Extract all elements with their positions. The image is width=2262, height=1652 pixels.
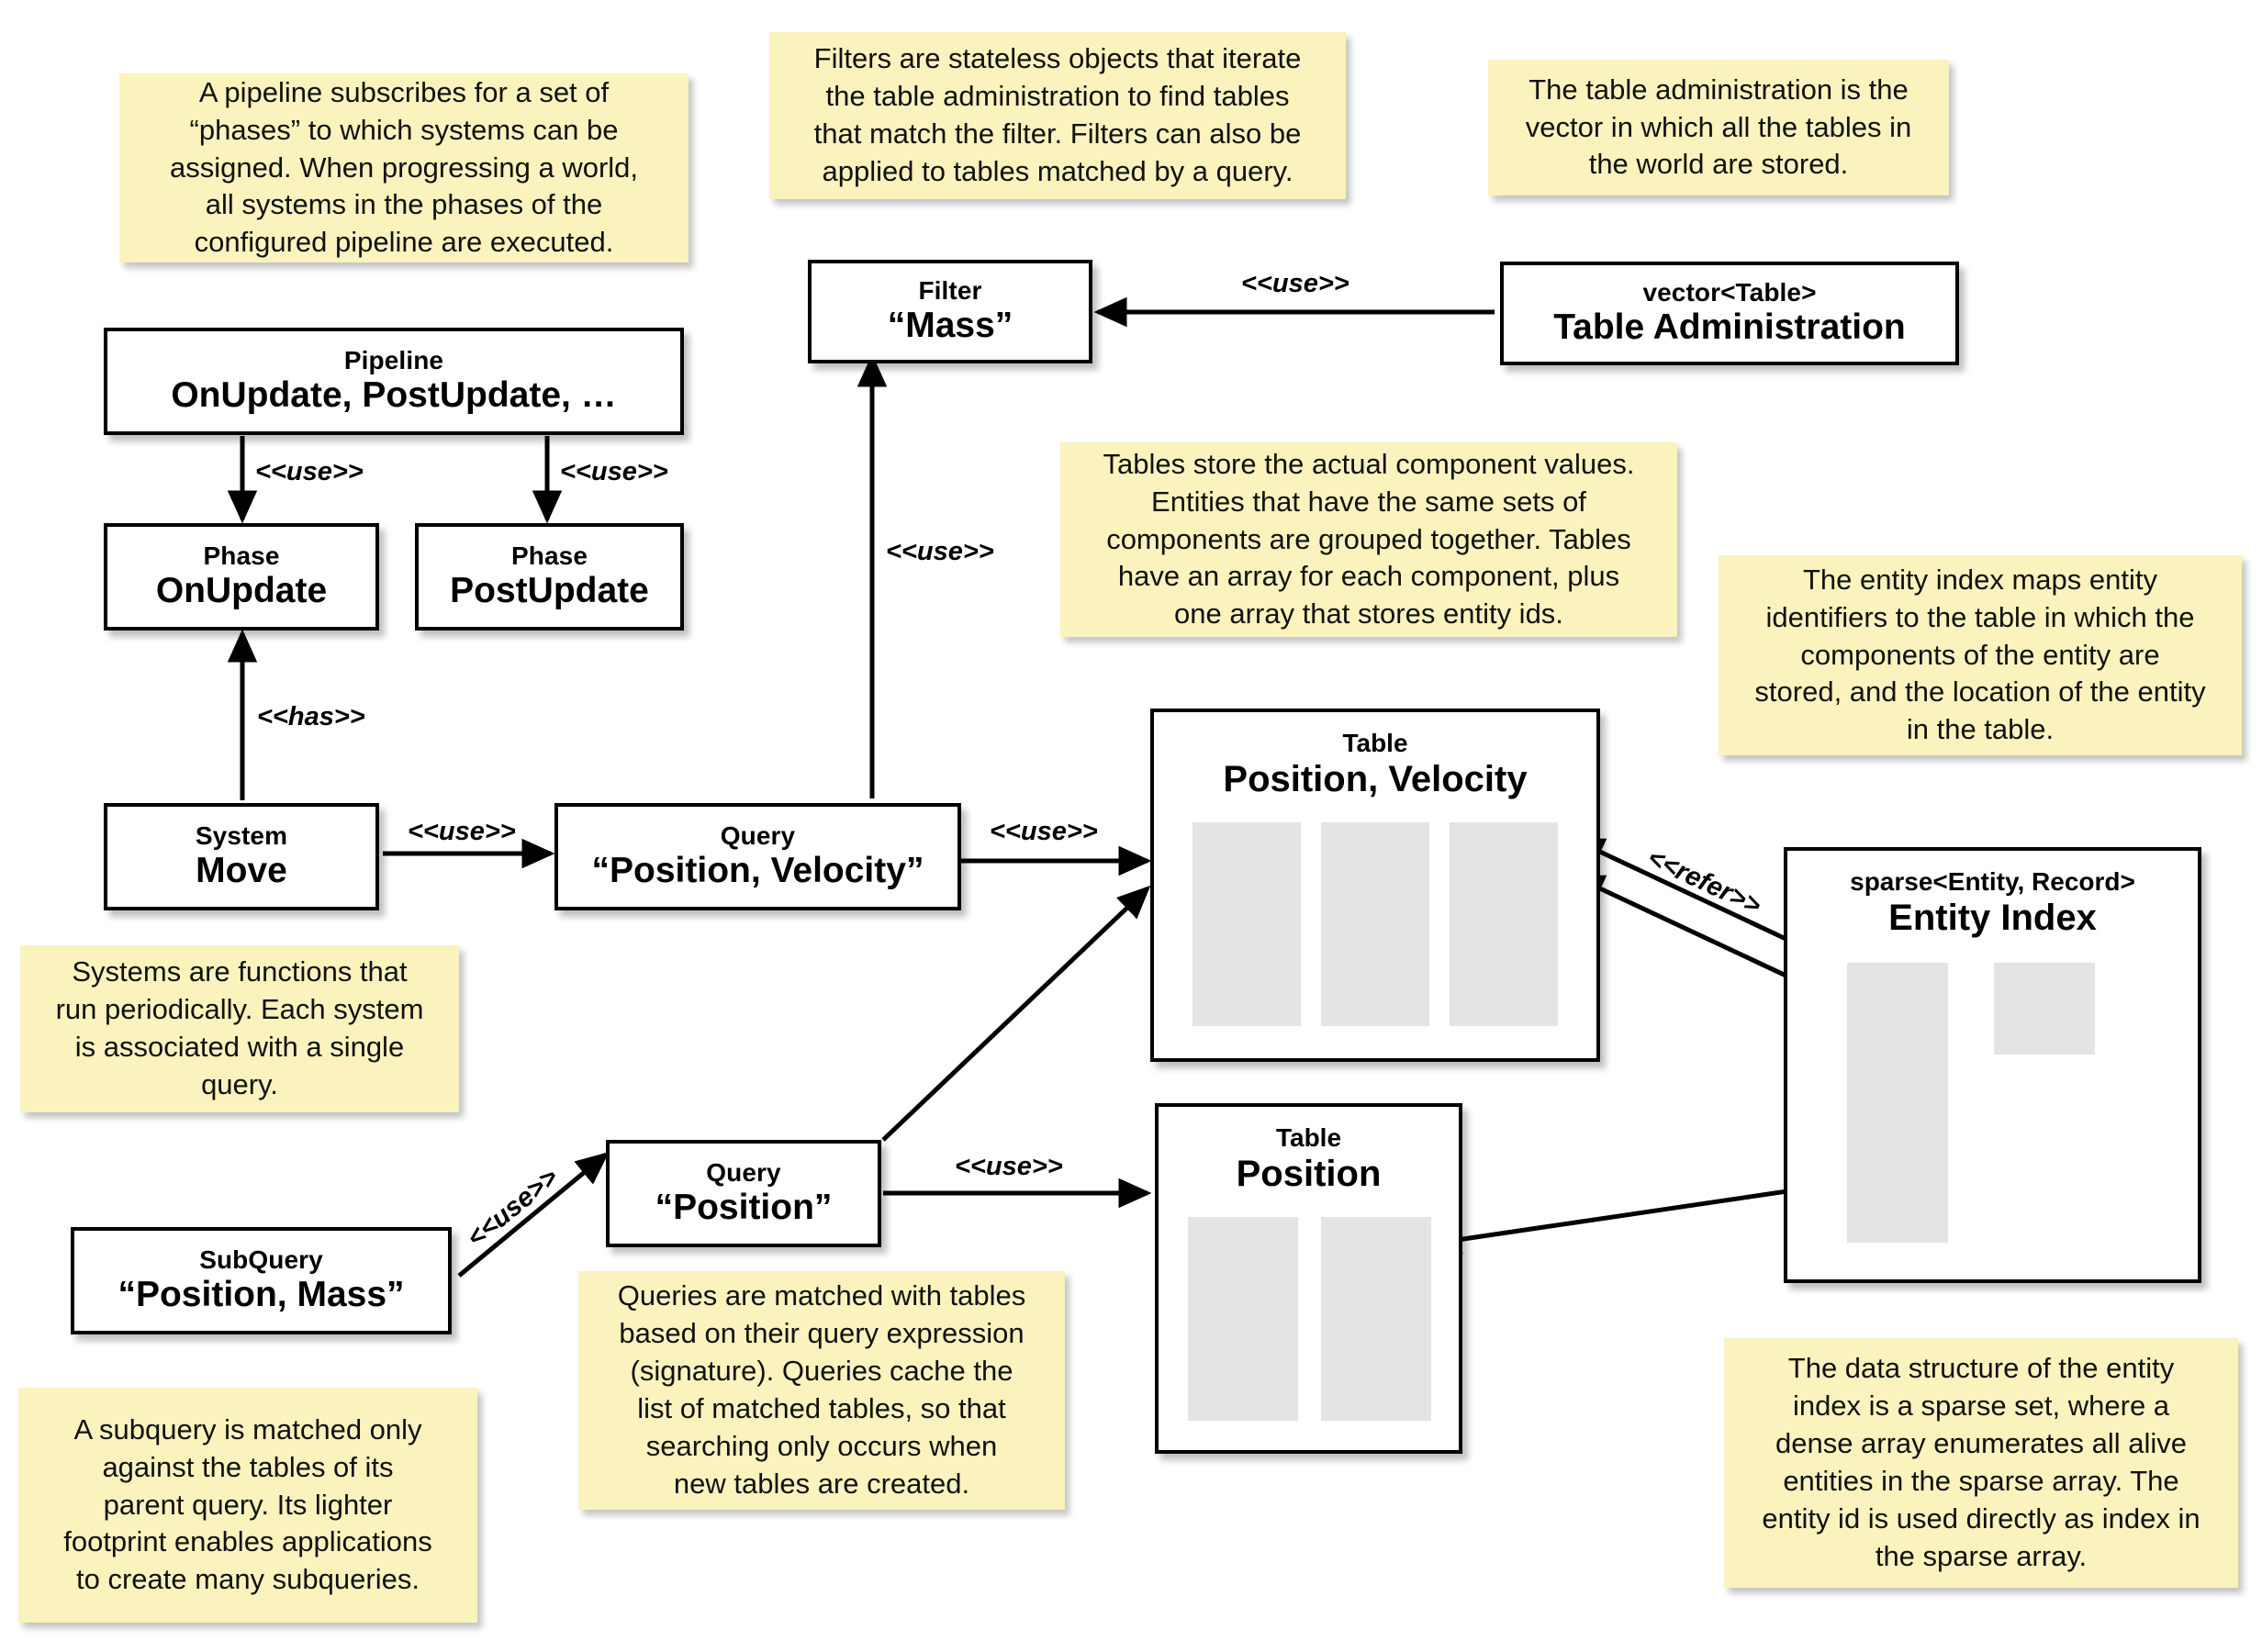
box-table-position-velocity[interactable]: Table Position, Velocity [1150, 709, 1600, 1062]
box-phase-postupdate[interactable]: Phase PostUpdate [415, 523, 684, 631]
box-phase-onupdate-name: OnUpdate [155, 571, 328, 611]
table-column-1 [1193, 822, 1301, 1026]
box-table-position-velocity-name: Position, Velocity [1223, 759, 1528, 800]
box-pipeline-stereotype: Pipeline [343, 345, 444, 374]
box-phase-onupdate-stereotype: Phase [203, 541, 280, 570]
table-column-1 [1188, 1217, 1298, 1421]
box-pipeline-name: OnUpdate, PostUpdate, … [171, 375, 617, 416]
box-entity-index-name: Entity Index [1888, 898, 2097, 939]
box-query-position-velocity-stereotype: Query [720, 820, 796, 850]
box-phase-postupdate-name: PostUpdate [450, 571, 649, 611]
box-phase-postupdate-stereotype: Phase [511, 541, 588, 570]
box-entity-index-header: sparse<Entity, Record> Entity Index [1787, 867, 2198, 939]
box-system-move-stereotype: System [195, 820, 288, 850]
edge-label-queryposvel-to-table: <<use>> [990, 817, 1098, 846]
box-table-position-velocity-stereotype: Table [1342, 729, 1408, 757]
box-entity-index[interactable]: sparse<Entity, Record> Entity Index [1784, 847, 2201, 1283]
box-subquery-position-mass[interactable]: SubQuery “Position, Mass” [71, 1227, 452, 1334]
box-filter-mass[interactable]: Filter “Mass” [808, 260, 1092, 363]
dense-array-column [1994, 963, 2095, 1055]
edge-label-system-to-query: <<use>> [408, 817, 516, 846]
edge-label-querypos-to-tablepos: <<use>> [955, 1152, 1063, 1181]
table-column-2 [1321, 1217, 1431, 1421]
edge-label-entityindex-refer: <<refer>> [1642, 843, 1766, 921]
table-column-2 [1321, 822, 1429, 1026]
box-filter-mass-stereotype: Filter [918, 275, 982, 305]
box-pipeline[interactable]: Pipeline OnUpdate, PostUpdate, … [104, 328, 684, 435]
note-pipeline: A pipeline subscribes for a set of “phas… [119, 73, 689, 262]
box-table-position-stereotype: Table [1275, 1123, 1342, 1152]
edge-label-system-to-phase: <<has>> [257, 702, 365, 731]
edge-label-tableadmin-to-filter: <<use>> [1241, 269, 1349, 298]
box-filter-mass-name: “Mass” [887, 306, 1013, 346]
box-query-position-velocity[interactable]: Query “Position, Velocity” [554, 803, 961, 910]
box-subquery-position-mass-name: “Position, Mass” [118, 1275, 405, 1315]
box-entity-index-stereotype: sparse<Entity, Record> [1850, 867, 2135, 896]
box-table-position[interactable]: Table Position [1155, 1103, 1462, 1454]
box-table-position-header: Table Position [1159, 1123, 1459, 1195]
box-system-move[interactable]: System Move [104, 803, 379, 910]
note-subquery: A subquery is matched only against the t… [18, 1388, 477, 1623]
note-sparse-set: The data structure of the entity index i… [1724, 1338, 2238, 1588]
table-column-3 [1450, 822, 1558, 1026]
sparse-array-column [1847, 963, 1948, 1243]
box-query-position-stereotype: Query [706, 1157, 781, 1187]
edge-label-subquery-to-query: <<use>> [461, 1162, 565, 1254]
edge-label-pipeline-to-postupdate: <<use>> [560, 457, 668, 486]
box-subquery-position-mass-stereotype: SubQuery [199, 1245, 323, 1274]
box-table-position-name: Position [1236, 1154, 1382, 1195]
box-table-administration-stereotype: vector<Table> [1642, 277, 1817, 307]
box-query-position-name: “Position” [655, 1188, 833, 1228]
note-tables: Tables store the actual component values… [1060, 442, 1677, 637]
edge-querypos-to-tableposvel [881, 885, 1151, 1142]
edge-label-query-to-filter: <<use>> [886, 537, 994, 566]
box-query-position[interactable]: Query “Position” [606, 1140, 881, 1247]
box-table-position-velocity-header: Table Position, Velocity [1154, 729, 1596, 800]
box-table-administration[interactable]: vector<Table> Table Administration [1500, 262, 1959, 365]
note-filter: Filters are stateless objects that itera… [769, 32, 1346, 199]
note-entity-index: The entity index maps entity identifiers… [1719, 555, 2242, 755]
box-table-administration-name: Table Administration [1553, 307, 1906, 348]
box-query-position-velocity-name: “Position, Velocity” [591, 851, 924, 891]
note-systems: Systems are functions that run periodica… [20, 945, 459, 1112]
note-queries: Queries are matched with tables based on… [578, 1271, 1065, 1510]
box-phase-onupdate[interactable]: Phase OnUpdate [104, 523, 379, 631]
edge-label-pipeline-to-onupdate: <<use>> [255, 457, 364, 486]
box-system-move-name: Move [196, 851, 287, 891]
note-table-admin: The table administration is the vector i… [1488, 60, 1949, 195]
